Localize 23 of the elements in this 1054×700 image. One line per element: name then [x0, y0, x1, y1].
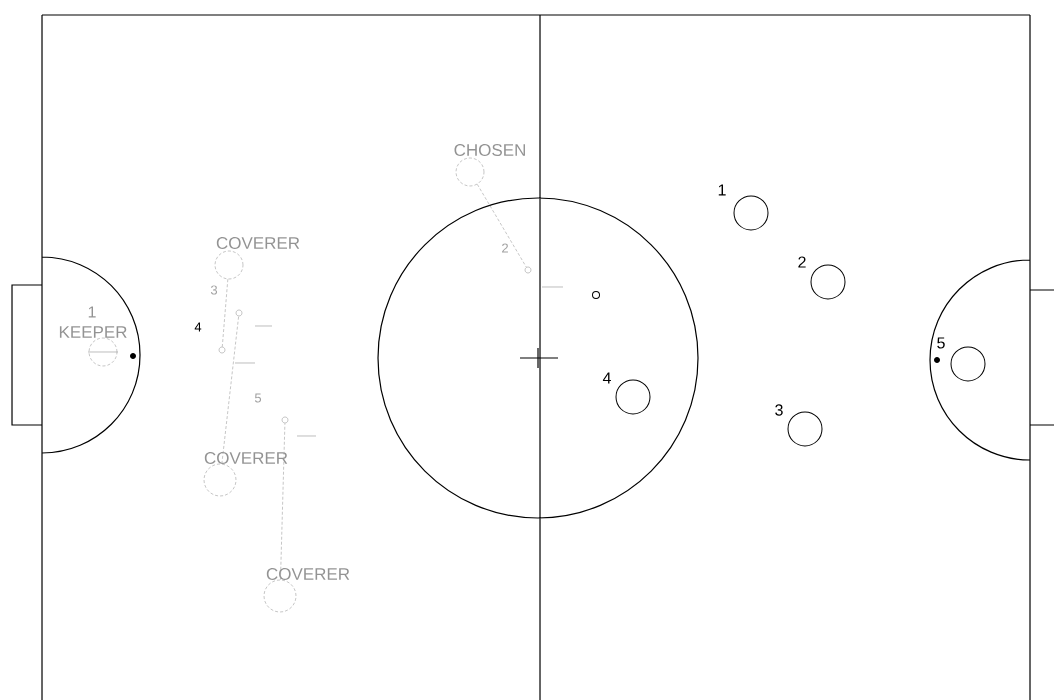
player-label: COVERER: [216, 236, 300, 249]
target-marker: [524, 266, 532, 274]
target-marker: [235, 309, 243, 317]
player-label: 2: [798, 256, 806, 268]
player-label: 4: [602, 372, 611, 384]
player-label: COVERER: [266, 567, 350, 580]
movement-line: [477, 184, 527, 268]
step-number: 5: [254, 393, 262, 403]
player-label: CHOSEN: [454, 143, 525, 156]
step-number: 3: [210, 285, 218, 295]
player-label: 1: [718, 184, 726, 196]
player-label: COVERER: [204, 451, 288, 464]
player-label: 5: [937, 337, 945, 349]
player-label: 3: [775, 404, 783, 416]
player-label: KEEPER: [59, 326, 127, 338]
step-number: 2: [502, 243, 508, 253]
movement-line: [280, 423, 286, 580]
movement-line: [222, 278, 229, 347]
player-label: 1: [88, 306, 96, 318]
movement-line: [221, 315, 239, 465]
step-number: 4: [194, 322, 202, 332]
target-marker: [281, 416, 289, 424]
target-marker: [218, 346, 226, 354]
